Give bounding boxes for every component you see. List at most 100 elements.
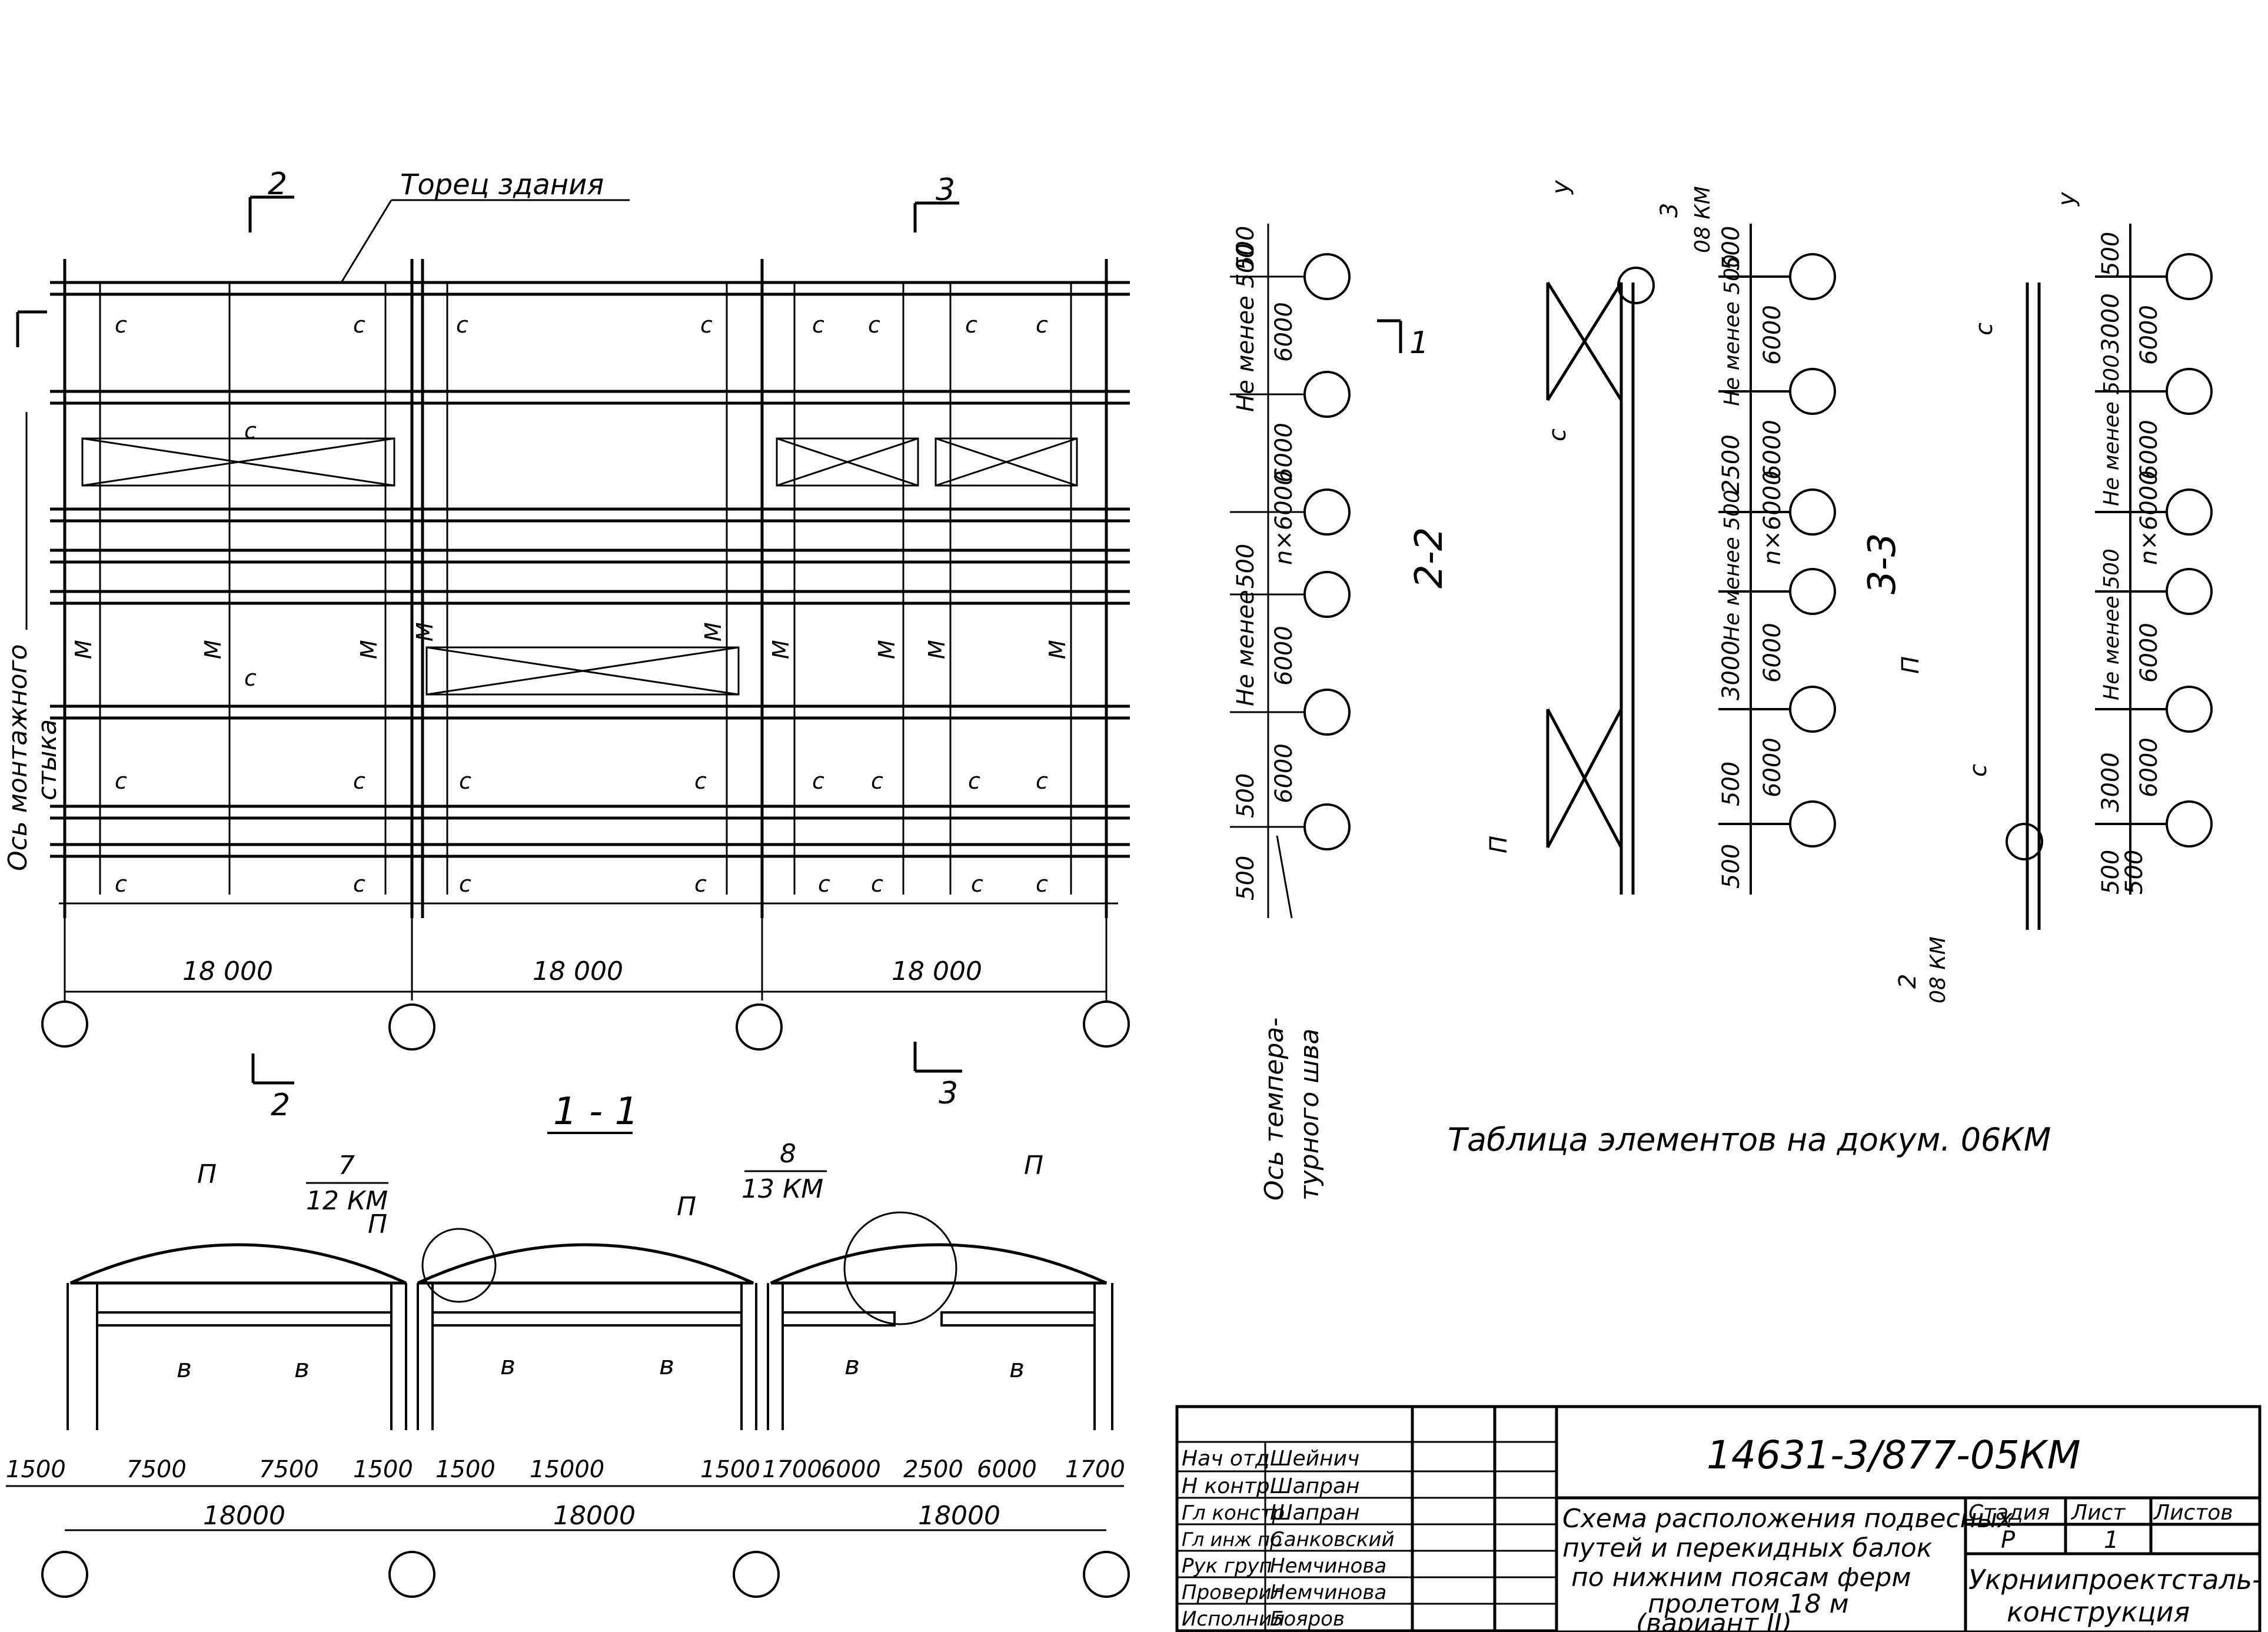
dim: Не менее 500 [1720,254,1744,406]
beam-mark-c: с [1036,871,1048,897]
dim-6000: 6000 [1271,626,1298,686]
mark-p: П [1485,836,1512,853]
beam-mark-c: с [353,871,365,897]
building-end-label: Торец здания [400,168,604,201]
dim: n×6000 [1759,470,1786,565]
mark-v: в [1009,1354,1025,1384]
mark-c: с [1544,428,1571,441]
beam-mark-c: с [871,768,883,794]
dim: 18000 [918,1501,1000,1531]
tb-role: Гл инж пр [1182,1528,1282,1551]
dim-500: 500 [1232,773,1259,818]
tb-role: Рук груп [1182,1554,1272,1578]
dim: 500 [1718,762,1745,806]
plan-view: Торец здания с с с с с с с с с с с с с с… [3,167,1429,1201]
beam-mark-c: с [115,312,127,338]
tb-description: Схема расположения подвесных [1562,1504,2013,1534]
dim: 1500 [353,1456,413,1483]
dim: 500 [1718,844,1745,889]
dim: 6000 [821,1456,881,1483]
beam-mark-c: с [968,768,980,794]
mark-v: в [844,1351,860,1381]
callout-7-bottom: 12 КМ [306,1186,388,1216]
dim: 7500 [259,1456,319,1483]
dim-not-less: Не менее [1232,590,1259,706]
axis-assembly-label-1: Ось монтажного [3,644,33,871]
dim-not-less-500: Не менее 500 [1232,243,1259,412]
span-dimension: 18 000 [182,956,273,986]
dim: 6000 [1759,420,1786,480]
mark-u: у [1547,180,1574,195]
beam-mark-m: М [412,622,438,642]
tb-role: Гл констр [1182,1501,1285,1525]
tb-description: (вариант II) [1636,1608,1792,1632]
beam-mark-c: с [115,768,127,794]
beam-mark-m: М [356,640,382,659]
callout-top: 2 [1894,974,1921,989]
beam-mark-c: с [1036,312,1048,338]
mark-c: с [1965,764,1992,777]
dim: 1500 [700,1456,760,1483]
section-cut-marks: 2 3 1 2 3 [16,167,1429,1123]
beam-mark-m: М [700,622,726,642]
beam-mark-c: с [812,768,824,794]
beam-mark-c: с [459,768,471,794]
tb-role: Исполнил [1182,1607,1285,1631]
beam-mark-c: с [353,768,365,794]
dim: 500 [2121,850,2148,895]
beam-mark-m: М [200,640,226,659]
beam-mark-c: с [812,312,824,338]
axis-temp-label-1: Ось темпера- [1259,1018,1289,1201]
dim: 18000 [203,1501,285,1531]
tb-name: Шейнич [1270,1447,1359,1471]
span-dimension: 18 000 [892,956,982,986]
section-mark-1: 1 [1409,325,1429,361]
beam-mark-c: с [694,768,707,794]
dim: n×6000 [2136,470,2163,565]
tb-description: по нижним поясам ферм [1571,1563,1911,1593]
section-mark-2: 2 [271,1088,290,1123]
mark-v: в [659,1351,674,1381]
mark-c: с [1971,323,1998,335]
beam-mark-c: с [115,871,127,897]
callout-top: 3 [1656,203,1683,218]
mark-p: П [1024,1151,1043,1181]
dim-6000: 6000 [1271,302,1298,362]
axis-assembly-label-2: стыка [32,719,62,800]
sheet-value: 1 [2104,1527,2119,1554]
callout-bottom: 08 КМ [1691,186,1715,253]
dim: Не менее 500 [2100,549,2124,700]
section-mark-3: 3 [936,172,955,208]
tb-name: Бояров [1270,1607,1345,1631]
dim: 6000 [1759,623,1786,683]
beam-mark-m: М [71,640,97,659]
beam-mark-m: М [768,640,794,659]
dim-500: 500 [1232,856,1259,900]
beam-mark-c: с [244,665,257,691]
dim: 500 [2097,232,2124,277]
beam-mark-c: с [459,871,471,897]
dim: 3000 [2097,752,2124,812]
dim: 6000 [2136,305,2163,365]
beam-mark-c: с [456,312,468,338]
beam-mark-c: с [871,871,883,897]
mark-v: в [177,1354,192,1384]
dim: 6000 [2136,737,2163,797]
beam-mark-c: с [818,871,830,897]
tb-name: Санковский [1270,1528,1395,1551]
sheet-label: Лист [2070,1501,2126,1525]
beam-mark-m: М [1045,640,1070,659]
tb-role: Н контр [1182,1474,1270,1498]
dim-nx6000: n×6000 [1271,470,1298,565]
tb-description: пролетом 18 м [1648,1589,1849,1619]
doc-number: 14631-3/877-05КМ [1707,1432,2081,1478]
dim: 1700 [762,1456,822,1483]
tb-description: путей и перекидных балок [1562,1533,1933,1563]
dim: 7500 [127,1456,187,1483]
organization: Укрниипроектсталь- [1968,1564,2262,1596]
section-1-1: 1 - 1 П П П П [6,1090,1130,1598]
dim: 2500 [903,1456,963,1483]
dim-6000: 6000 [1271,743,1298,803]
dim: 6000 [2136,623,2163,683]
